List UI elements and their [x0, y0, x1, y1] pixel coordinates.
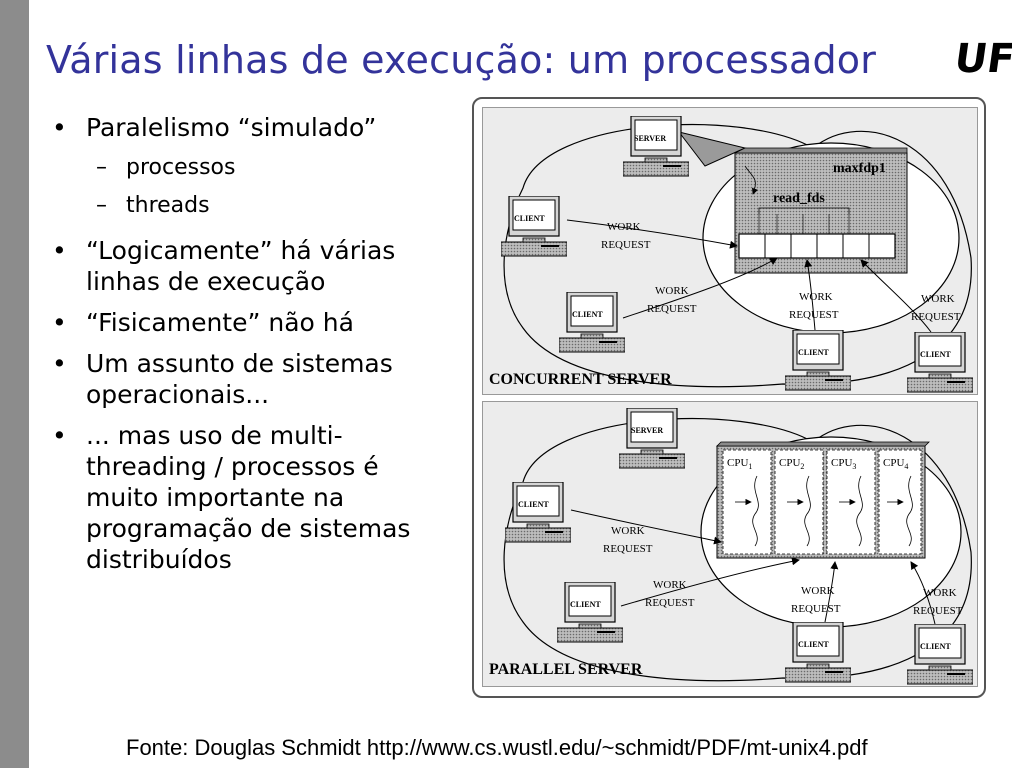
work-label: WORK [923, 587, 957, 599]
bullet-text: “Fisicamente” não há [86, 308, 354, 337]
bullet-item: “Logicamente” há várias linhas de execuç… [52, 235, 442, 297]
svg-text:CPU2: CPU2 [779, 457, 804, 471]
request-label: REQUEST [645, 597, 695, 609]
ufs-logo: UFS [952, 36, 1012, 82]
work-label: WORK [921, 293, 955, 305]
request-label: REQUEST [791, 603, 841, 615]
svg-text:CPU1: CPU1 [727, 457, 752, 471]
parallel-server-diagram: CPU1 CPU2 CPU3 CPU4 [489, 408, 973, 685]
server-label: SERVER [631, 426, 663, 435]
client-label: CLIENT [572, 310, 603, 319]
request-label: REQUEST [911, 311, 961, 323]
client-label: CLIENT [920, 642, 951, 651]
logo-text: UFS [952, 36, 1012, 82]
concurrent-server-panel: maxfdp1 read_fds SERVER CLIENT CLIENT CL… [482, 107, 978, 395]
cpu-box: CPU2 [774, 449, 824, 555]
bullet-item: “Fisicamente” não há [52, 307, 442, 338]
cpu-box: CPU3 [826, 449, 876, 555]
bullet-text: Um assunto de sistemas operacionais... [86, 349, 393, 409]
cpu-box: CPU4 [878, 449, 922, 555]
svg-text:CPU4: CPU4 [883, 457, 908, 471]
work-label: WORK [655, 285, 689, 297]
request-label: REQUEST [603, 543, 653, 555]
maxfdp1-label: maxfdp1 [833, 161, 886, 176]
client-label: CLIENT [570, 600, 601, 609]
client-label: CLIENT [514, 214, 545, 223]
bullet-text: “Logicamente” há várias linhas de execuç… [86, 236, 396, 296]
client-label: CLIENT [920, 350, 951, 359]
bullet-list: Paralelismo “simulado” processos threads… [52, 112, 442, 585]
svg-text:CPU3: CPU3 [831, 457, 856, 471]
cpu-box: CPU1 [722, 449, 772, 555]
sub-bullet-item: threads [96, 187, 442, 225]
read-fds-label: read_fds [773, 191, 825, 206]
request-label: REQUEST [913, 605, 963, 617]
source-caption: Fonte: Douglas Schmidt http://www.cs.wus… [126, 735, 868, 760]
bullet-item: Um assunto de sistemas operacionais... [52, 348, 442, 410]
client-label: CLIENT [798, 640, 829, 649]
client-label: CLIENT [518, 500, 549, 509]
work-label: WORK [801, 585, 835, 597]
bullet-item: Paralelismo “simulado” processos threads [52, 112, 442, 225]
work-label: WORK [611, 525, 645, 537]
work-label: WORK [607, 221, 641, 233]
concurrent-server-diagram: maxfdp1 read_fds SERVER CLIENT CLIENT CL… [489, 116, 973, 393]
work-label: WORK [799, 291, 833, 303]
client-label: CLIENT [798, 348, 829, 357]
sub-bullet-list: processos threads [86, 149, 442, 225]
concurrent-server-title: CONCURRENT SERVER [489, 371, 672, 388]
parallel-server-panel: CPU1 CPU2 CPU3 CPU4 [482, 401, 978, 687]
fd-array [738, 233, 896, 259]
zoom-funnel [677, 131, 747, 167]
slide-title: Várias linhas de execução: um processado… [46, 38, 877, 82]
bullet-item: ... mas uso de multi-threading / process… [52, 420, 442, 575]
work-label: WORK [653, 579, 687, 591]
bullet-text: Paralelismo “simulado” [86, 113, 377, 142]
left-accent-bar [0, 0, 29, 768]
server-label: SERVER [634, 134, 666, 143]
request-label: REQUEST [601, 239, 651, 251]
request-label: REQUEST [789, 309, 839, 321]
request-label: REQUEST [647, 303, 697, 315]
server-diagram-figure: maxfdp1 read_fds SERVER CLIENT CLIENT CL… [472, 97, 986, 698]
bullet-text: ... mas uso de multi-threading / process… [86, 421, 411, 574]
sub-bullet-item: processos [96, 149, 442, 187]
parallel-server-title: PARALLEL SERVER [489, 661, 643, 678]
